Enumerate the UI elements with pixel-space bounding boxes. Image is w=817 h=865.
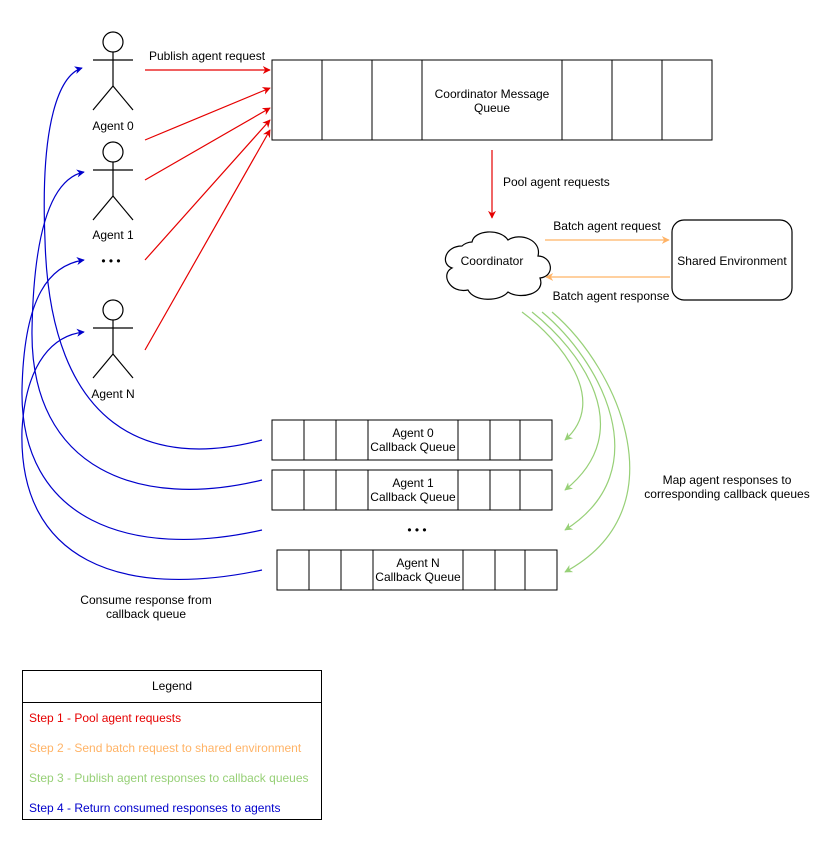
callback-queues-ellipsis: • • • [407, 523, 426, 537]
callback-queue-agent-n [276, 549, 558, 591]
agent-1-figure [92, 141, 134, 221]
legend-item-step-1: Step 1 - Pool agent requests [29, 711, 182, 725]
consume-response-label-line1: Consume response from [80, 593, 211, 607]
consume-response-arrows [21, 66, 263, 581]
shared-environment-box [671, 219, 793, 301]
consume-response-label-line2: callback queue [106, 607, 186, 621]
pool-requests-label: Pool agent requests [503, 175, 610, 189]
callback-queue-agent-n-line2: Callback Queue [375, 570, 461, 584]
legend-item-step-2: Step 2 - Send batch request to shared en… [29, 741, 302, 755]
callback-queue-agent-0-line2: Callback Queue [370, 440, 456, 454]
coordinator-cloud [444, 231, 551, 300]
agent-1-label: Agent 1 [92, 228, 134, 242]
batch-response-label: Batch agent response [553, 289, 670, 303]
map-responses-label-line2: corresponding callback queues [644, 487, 809, 501]
shared-environment-label: Shared Environment [677, 254, 787, 268]
legend-title: Legend [23, 671, 321, 703]
callback-queue-agent-0 [271, 419, 553, 461]
map-responses-label-line1: Map agent responses to [663, 473, 792, 487]
coordinator-queue-label-line1: Coordinator Message [435, 87, 550, 101]
legend-item-step-4: Step 4 - Return consumed responses to ag… [29, 801, 281, 815]
callback-queue-agent-n-line1: Agent N [396, 556, 439, 570]
agent-n-figure [92, 299, 134, 379]
agents-ellipsis: • • • [101, 254, 120, 268]
callback-queue-agent-1 [271, 469, 553, 511]
legend-item-step-3: Step 3 - Publish agent responses to call… [29, 771, 309, 785]
callback-queue-agent-1-line1: Agent 1 [392, 476, 434, 490]
callback-queue-agent-1-line2: Callback Queue [370, 490, 456, 504]
map-responses-arrows [521, 311, 631, 573]
publish-request-label: Publish agent request [149, 49, 266, 63]
callback-queue-agent-0-line1: Agent 0 [392, 426, 434, 440]
coordinator-queue-label-line2: Queue [474, 101, 510, 115]
agent-0-label: Agent 0 [92, 119, 134, 133]
batch-request-label: Batch agent request [553, 219, 661, 233]
agent-n-label: Agent N [91, 387, 134, 401]
coordinator-message-queue [271, 59, 713, 141]
legend: Legend Step 1 - Pool agent requests Step… [22, 670, 322, 820]
publish-request-arrows [144, 66, 271, 351]
coordinator-label: Coordinator [461, 254, 524, 268]
agent-0-figure [92, 31, 134, 111]
